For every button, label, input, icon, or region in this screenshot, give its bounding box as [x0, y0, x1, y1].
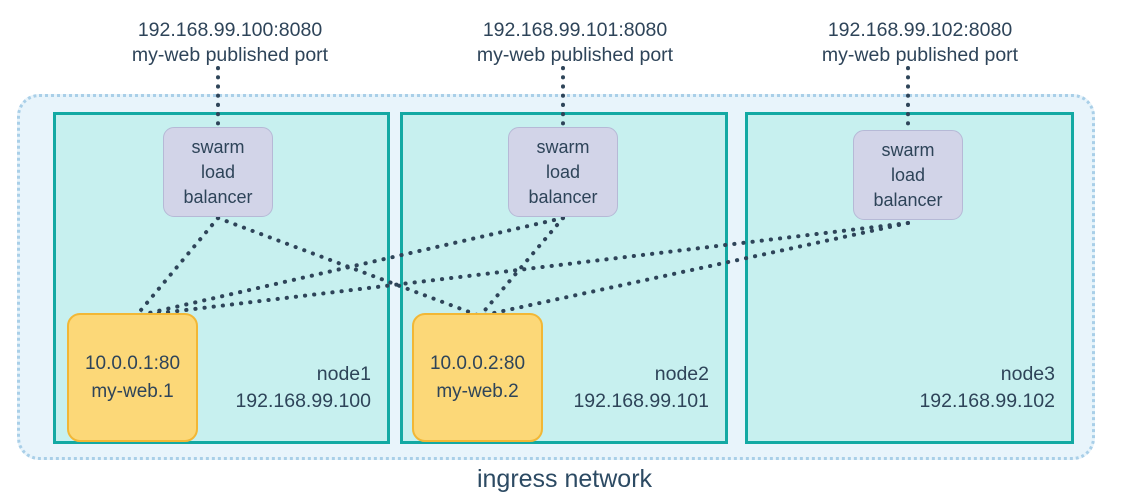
published-port-callout-node2: 192.168.99.101:8080 my-web published por…: [460, 18, 690, 68]
task-name: my-web.2: [436, 380, 519, 402]
lb-line-1: swarm: [881, 139, 935, 160]
lb-line-3: balancer: [873, 189, 943, 210]
node-name: node3: [1000, 363, 1055, 385]
node-name: node1: [316, 363, 371, 385]
lb-line-1: swarm: [536, 136, 590, 157]
published-port-description: my-web published port: [131, 44, 329, 66]
lb-line-3: balancer: [183, 186, 253, 207]
lb-line-2: load: [545, 161, 581, 182]
published-port-callout-node1: 192.168.99.100:8080 my-web published por…: [115, 18, 345, 68]
published-port-description: my-web published port: [476, 44, 674, 66]
lb-line-1: swarm: [191, 136, 245, 157]
node-ip: 192.168.99.101: [573, 390, 709, 412]
container-task-my-web-1: 10.0.0.1:80 my-web.1: [67, 313, 198, 442]
swarm-load-balancer-node1: swarm load balancer: [163, 127, 273, 217]
node-ip: 192.168.99.102: [919, 390, 1055, 412]
node-label-node3: node3 192.168.99.102: [919, 361, 1055, 415]
task-name: my-web.1: [91, 380, 174, 402]
published-port-description: my-web published port: [821, 44, 1019, 66]
lb-line-2: load: [200, 161, 236, 182]
node-label-node2: node2 192.168.99.101: [573, 361, 709, 415]
swarm-load-balancer-node3: swarm load balancer: [853, 130, 963, 220]
ingress-network-caption: ingress network: [476, 465, 653, 493]
swarm-load-balancer-node2: swarm load balancer: [508, 127, 618, 217]
task-address: 10.0.0.2:80: [429, 352, 526, 374]
lb-line-3: balancer: [528, 186, 598, 207]
node-label-node1: node1 192.168.99.100: [235, 361, 371, 415]
published-port-callout-node3: 192.168.99.102:8080 my-web published por…: [805, 18, 1035, 68]
task-address: 10.0.0.1:80: [84, 352, 181, 374]
published-port-address: 192.168.99.100:8080: [137, 19, 323, 41]
published-port-address: 192.168.99.101:8080: [482, 19, 668, 41]
node-name: node2: [654, 363, 709, 385]
lb-line-2: load: [890, 164, 926, 185]
node-ip: 192.168.99.100: [235, 390, 371, 412]
published-port-address: 192.168.99.102:8080: [827, 19, 1013, 41]
container-task-my-web-2: 10.0.0.2:80 my-web.2: [412, 313, 543, 442]
